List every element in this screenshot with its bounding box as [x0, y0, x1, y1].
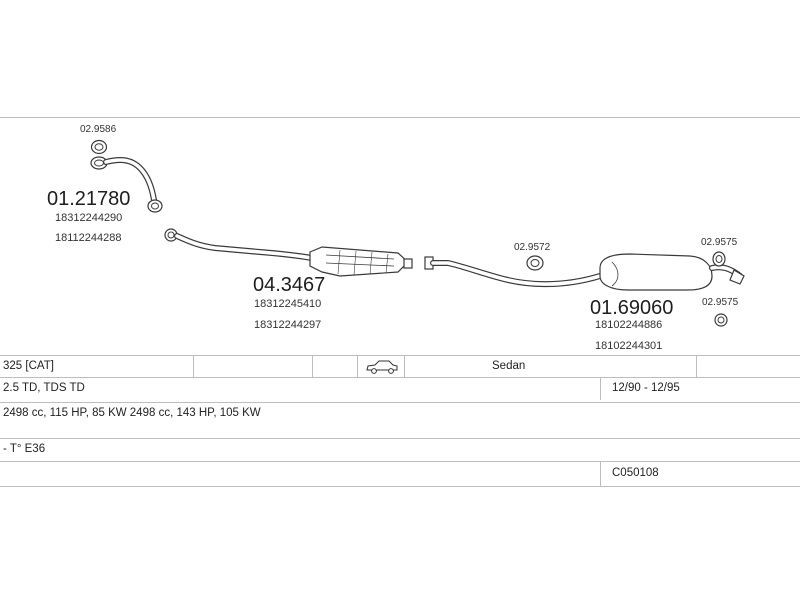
gasket-front[interactable]: 02.9586 — [80, 124, 117, 155]
chassis-text: - T° E36 — [3, 443, 46, 455]
front-pipe-oem-1: 18312244290 — [55, 212, 122, 224]
engine-text: 2.5 TD, TDS TD — [3, 382, 85, 394]
rear-silencer-number: 01.69060 — [590, 297, 673, 319]
spec-row-chassis: - T° E36 — [0, 438, 800, 461]
catalytic-converter-oem-1: 18312245410 — [254, 298, 321, 310]
catalytic-converter-number: 04.3467 — [253, 274, 325, 296]
hanger-rear-bottom-number: 02.9575 — [702, 297, 739, 308]
years-text: 12/90 - 12/95 — [612, 382, 680, 394]
body-type-text: Sedan — [492, 360, 526, 372]
code-text: C050108 — [612, 467, 659, 479]
spec-row-power: 2498 cc, 115 HP, 85 KW 2498 cc, 143 HP, … — [0, 402, 800, 425]
spec-row-engine: 2.5 TD, TDS TD 12/90 - 12/95 — [0, 377, 800, 400]
front-pipe[interactable]: 01.21780 18312244290 18112244288 — [47, 156, 163, 244]
sedan-car-icon — [365, 359, 399, 382]
hanger-rear-top-number: 02.9575 — [701, 237, 738, 248]
front-pipe-oem-2: 18112244288 — [55, 232, 121, 244]
hanger-mid-number: 02.9572 — [514, 242, 551, 253]
hanger-rear-top[interactable]: 02.9575 — [701, 237, 738, 267]
catalytic-converter[interactable]: 04.3467 18312245410 18312244297 — [164, 228, 413, 331]
rear-silencer-oem-1: 18102244886 — [595, 319, 662, 331]
spec-row-model: 325 [CAT] Sedan — [0, 355, 800, 378]
gasket-front-number: 02.9586 — [80, 124, 117, 135]
model-text: 325 [CAT] — [3, 360, 54, 372]
front-pipe-number: 01.21780 — [47, 188, 130, 210]
rear-silencer-oem-2: 18102244301 — [595, 340, 662, 352]
exhaust-system-diagram: 02.9586 01.21780 18312244290 18112244288… — [0, 117, 800, 352]
hanger-mid[interactable]: 02.9572 — [514, 242, 551, 271]
power-text: 2498 cc, 115 HP, 85 KW 2498 cc, 143 HP, … — [3, 407, 261, 419]
spec-row-code: C050108 — [0, 461, 800, 487]
hanger-rear-bottom[interactable]: 02.9575 — [702, 297, 739, 327]
rear-silencer[interactable]: 01.69060 18102244886 18102244301 — [424, 253, 745, 352]
catalytic-converter-oem-2: 18312244297 — [254, 319, 321, 331]
